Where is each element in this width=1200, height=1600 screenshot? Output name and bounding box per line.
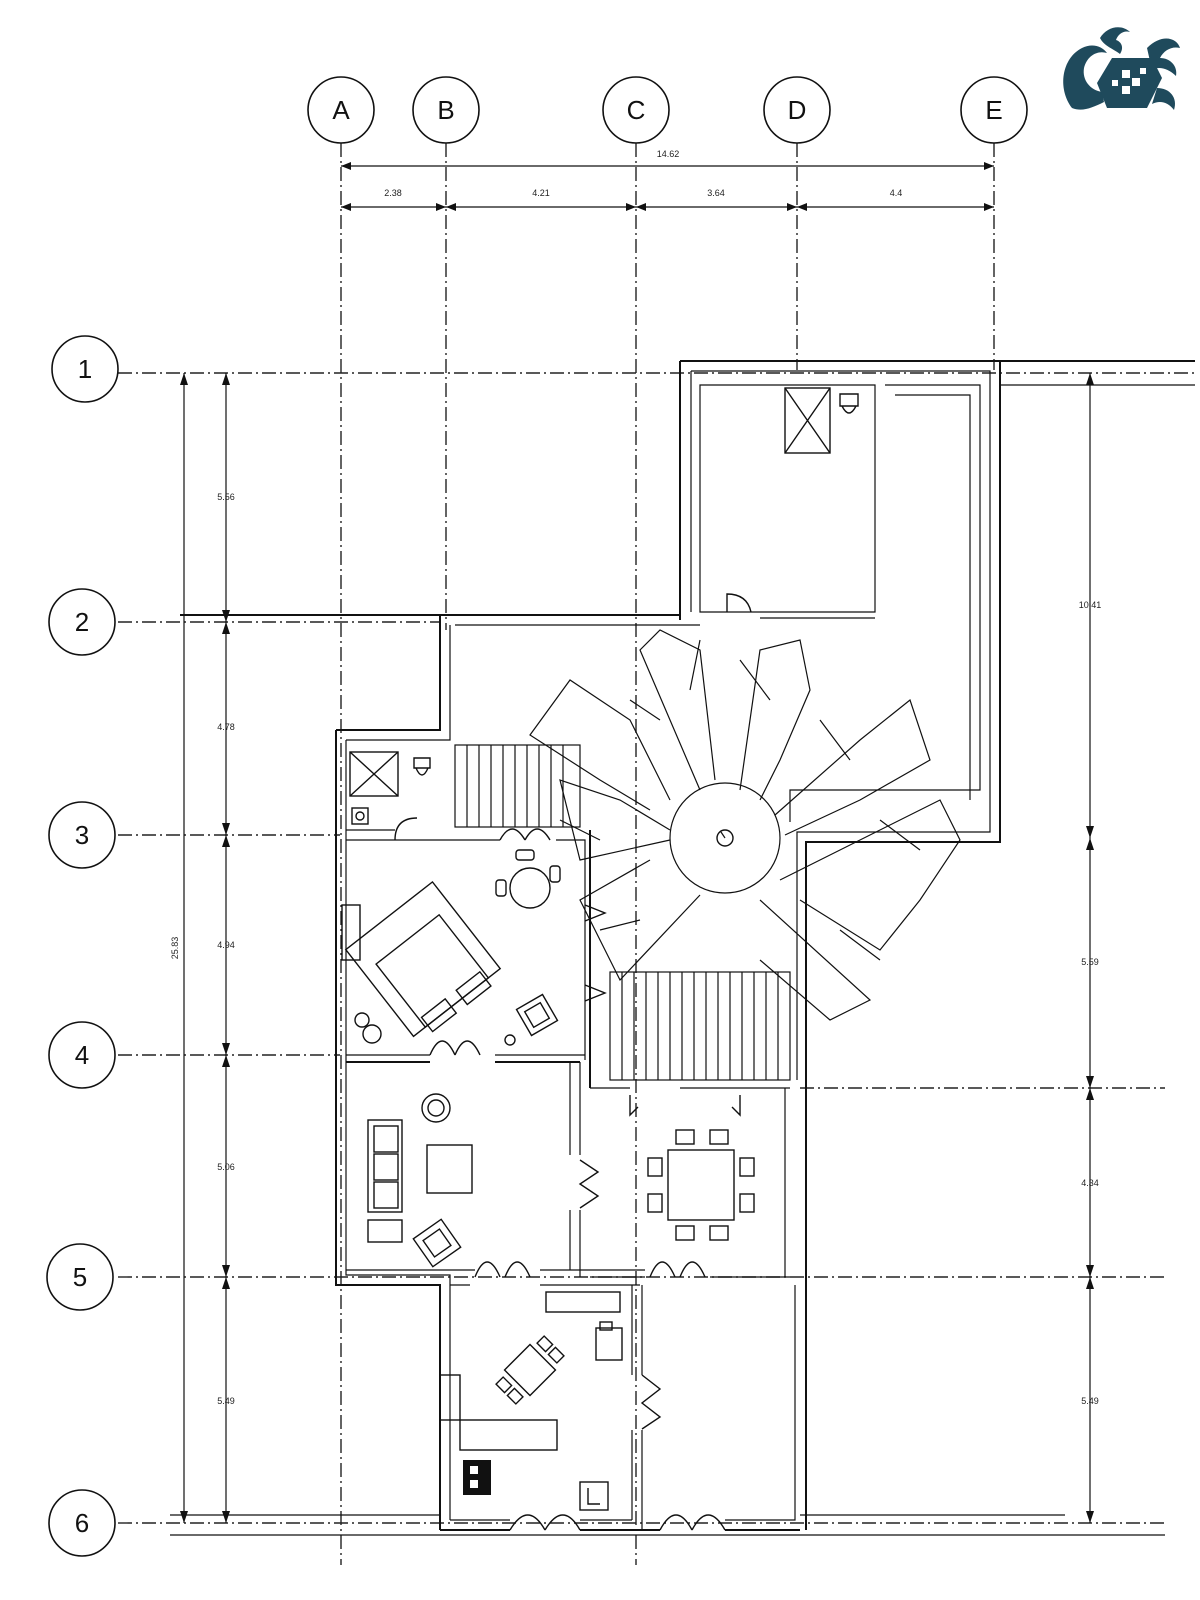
dining-furniture [629, 1095, 755, 1278]
dim-row-12: 5.56 [217, 492, 235, 502]
grid-bubble-6: 6 [48, 1489, 116, 1557]
dim-overall-width: 14.62 [657, 149, 680, 159]
dim-row-56: 5.49 [217, 1396, 235, 1406]
grid-label-4: 4 [75, 1040, 89, 1070]
dim-row-23: 4.78 [217, 722, 235, 732]
grid-label-6: 6 [75, 1508, 89, 1538]
grid-label-d: D [788, 95, 807, 125]
walls [170, 360, 1195, 1536]
dim-right-4: 5.49 [1081, 1396, 1099, 1406]
stair-lower [609, 971, 791, 1081]
grid-label-b: B [437, 95, 454, 125]
grid-label-a: A [332, 95, 350, 125]
grid-bubble-e: E [960, 76, 1028, 144]
kitchen-furniture [439, 1291, 726, 1531]
dim-overall-height: 25.83 [170, 937, 180, 960]
grid-bubble-c: C [602, 76, 670, 144]
grid-bubble-2: 2 [48, 588, 116, 656]
grid-lines [118, 143, 1195, 1565]
dim-right-1: 10.41 [1079, 600, 1102, 610]
grid-bubble-5: 5 [46, 1243, 114, 1311]
grid-label-2: 2 [75, 607, 89, 637]
right-dimensions: 10.41 5.59 4.34 5.49 [1079, 373, 1102, 1523]
grid-label-c: C [627, 95, 646, 125]
grid-label-e: E [985, 95, 1002, 125]
stair-upper [454, 744, 581, 828]
dim-row-34: 4.94 [217, 940, 235, 950]
grid-bubble-1: 1 [51, 335, 119, 403]
bedroom-furniture [341, 828, 607, 1056]
grid-bubble-d: D [763, 76, 831, 144]
grid-bubble-a: A [307, 76, 375, 144]
tree-canopy [529, 629, 961, 1021]
grid-bubble-b: B [412, 76, 480, 144]
dim-col-ab: 2.38 [384, 188, 402, 198]
brand-logo-icon [1063, 27, 1180, 110]
living-furniture [367, 1093, 600, 1278]
bath-fixtures [349, 751, 431, 841]
dim-col-de: 4.4 [890, 188, 903, 198]
top-dimensions: 14.62 2.38 4.21 3.64 4.4 [341, 149, 994, 211]
left-dimensions: 25.83 5.56 4.78 4.94 5.06 5.49 [170, 373, 235, 1523]
dim-col-cd: 3.64 [707, 188, 725, 198]
grid-bubble-4: 4 [48, 1021, 116, 1089]
grid-label-3: 3 [75, 820, 89, 850]
grid-bubble-3: 3 [48, 801, 116, 869]
grid-label-1: 1 [78, 354, 92, 384]
upper-bath-fixtures [726, 387, 859, 613]
dim-right-3: 4.34 [1081, 1178, 1099, 1188]
dim-row-45: 5.06 [217, 1162, 235, 1172]
dim-right-2: 5.59 [1081, 957, 1099, 967]
dim-col-bc: 4.21 [532, 188, 550, 198]
grid-label-5: 5 [73, 1262, 87, 1292]
